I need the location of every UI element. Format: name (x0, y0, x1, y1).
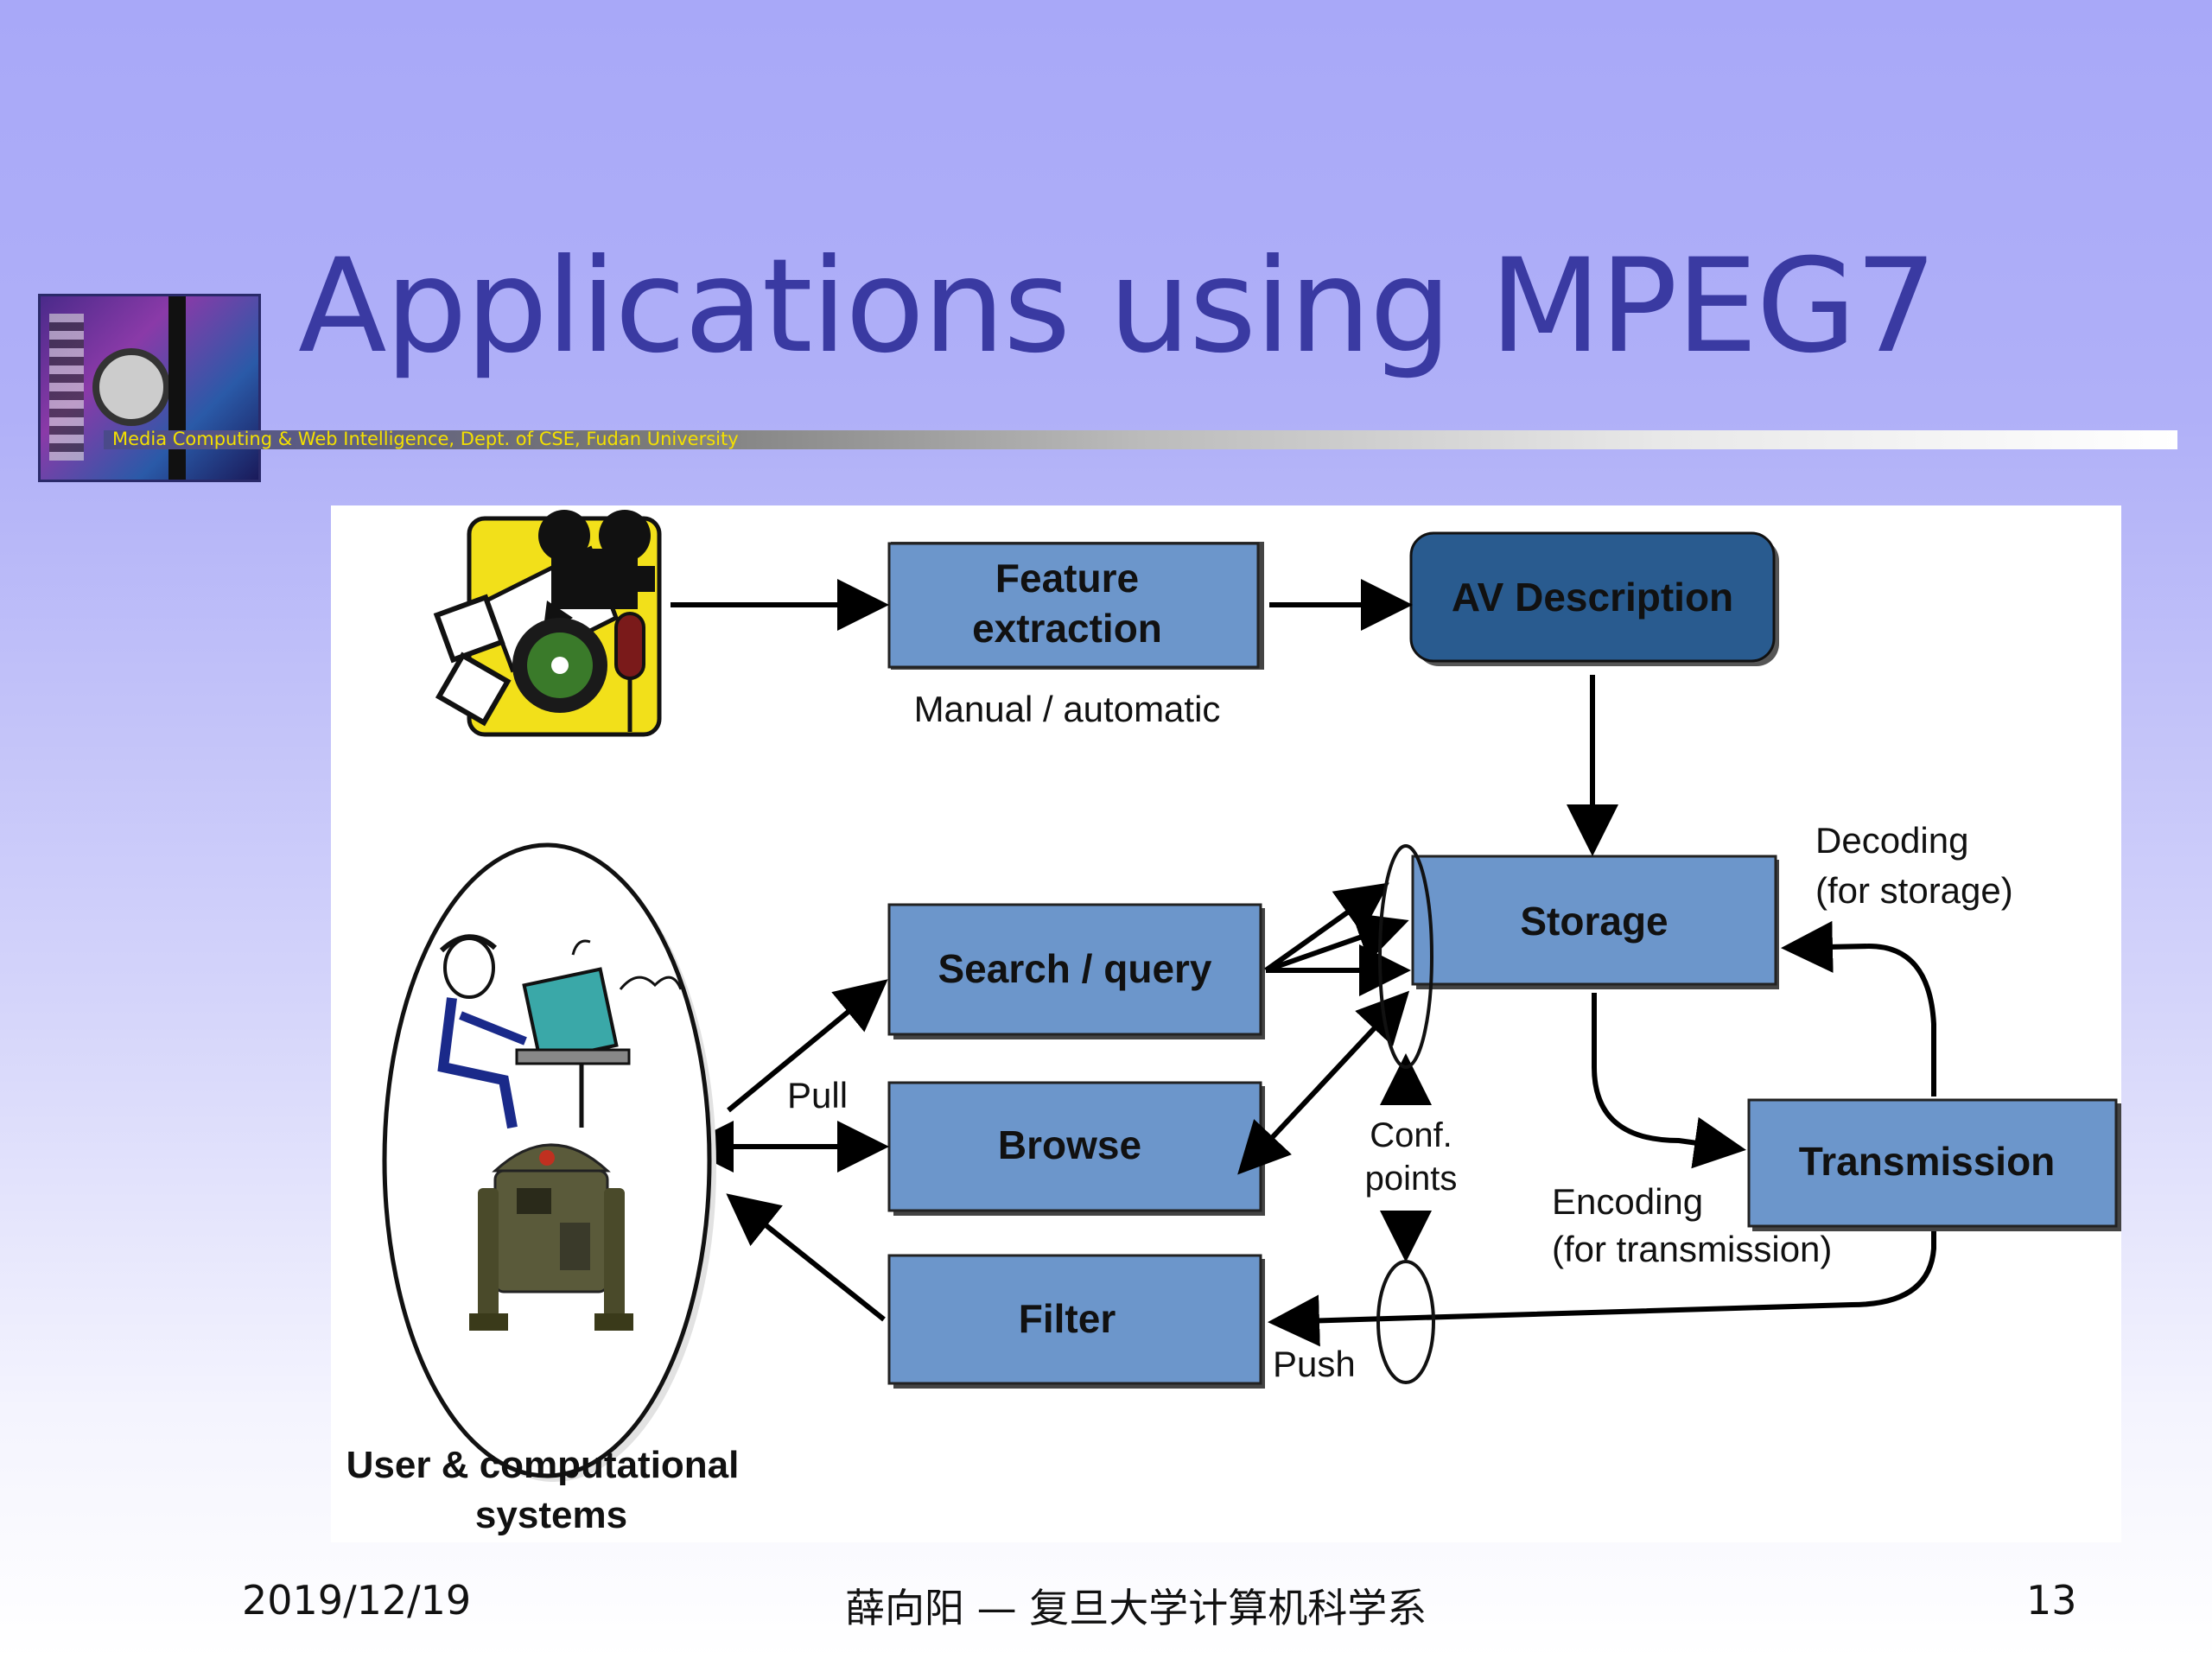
storage-box: Storage (1411, 855, 1779, 989)
arrow-search-to-storage-1 (1264, 882, 1389, 973)
transmission-label: Transmission (1799, 1139, 2056, 1184)
av-description-box: AV Description (1409, 531, 1779, 666)
search-query-label: Search / query (938, 946, 1211, 991)
user-at-computer-icon (437, 934, 683, 1129)
arrow-user-to-search (727, 979, 888, 1113)
film-projector-icon (433, 510, 662, 737)
footer-date: 2019/12/19 (242, 1577, 472, 1624)
affiliation-subtitle: Media Computing & Web Intelligence, Dept… (112, 429, 739, 449)
feature-extraction-label-line2: extraction (972, 606, 1162, 651)
decoding-label-line1: Decoding (1815, 820, 1968, 861)
film-reel-graphic (92, 348, 170, 426)
users-caption-line1: User & computational (346, 1444, 740, 1486)
conf-points-label-line2: points (1365, 1160, 1458, 1198)
arrow-search-to-storage-2 (1265, 912, 1409, 973)
arrow-filter-to-user (726, 1193, 886, 1322)
logo-divider-bar (168, 296, 186, 480)
transmission-box: Transmission (1747, 1098, 2121, 1231)
arrow-transmission-to-filter (1268, 1231, 1936, 1347)
users-caption-line2: systems (475, 1494, 627, 1536)
pull-label: Pull (787, 1075, 848, 1116)
av-description-label: AV Description (1452, 575, 1733, 620)
footer-page-number: 13 (2026, 1577, 2077, 1624)
encoding-label-line2: (for transmission) (1552, 1229, 1832, 1269)
push-label: Push (1273, 1344, 1356, 1384)
filter-label: Filter (1019, 1296, 1116, 1341)
film-strip-graphic (49, 314, 84, 461)
footer-author: 薛向阳 — 复旦大学计算机科学系 (845, 1585, 1427, 1631)
decoding-label-line2: (for storage) (1815, 870, 2013, 911)
storage-label: Storage (1520, 899, 1668, 944)
mpeg7-application-diagram: Feature extraction Manual / automatic AV… (331, 505, 2121, 1542)
conf-points-label-line1: Conf. (1370, 1116, 1452, 1154)
manual-automatic-label: Manual / automatic (914, 689, 1221, 729)
filter-box: Filter (887, 1254, 1265, 1389)
feature-extraction-box: Feature extraction (887, 542, 1264, 670)
robot-icon (469, 1143, 633, 1331)
media-lab-logo (38, 294, 261, 482)
flow-arrows (671, 579, 1936, 1347)
feature-extraction-label-line1: Feature (995, 556, 1139, 601)
slide-title: Applications using MPEG7 (298, 232, 1937, 382)
encoding-label-line1: Encoding (1552, 1181, 1703, 1222)
title-rule (104, 430, 2177, 449)
search-query-box: Search / query (887, 903, 1265, 1039)
arrow-storage-to-transmission (1592, 993, 1746, 1169)
browse-label: Browse (998, 1122, 1141, 1167)
conf-point-ellipse-upper (1378, 844, 1433, 1069)
conf-point-ellipse-lower (1376, 1260, 1435, 1384)
browse-box: Browse (887, 1081, 1265, 1216)
arrow-transmission-to-storage (1781, 920, 1936, 1096)
